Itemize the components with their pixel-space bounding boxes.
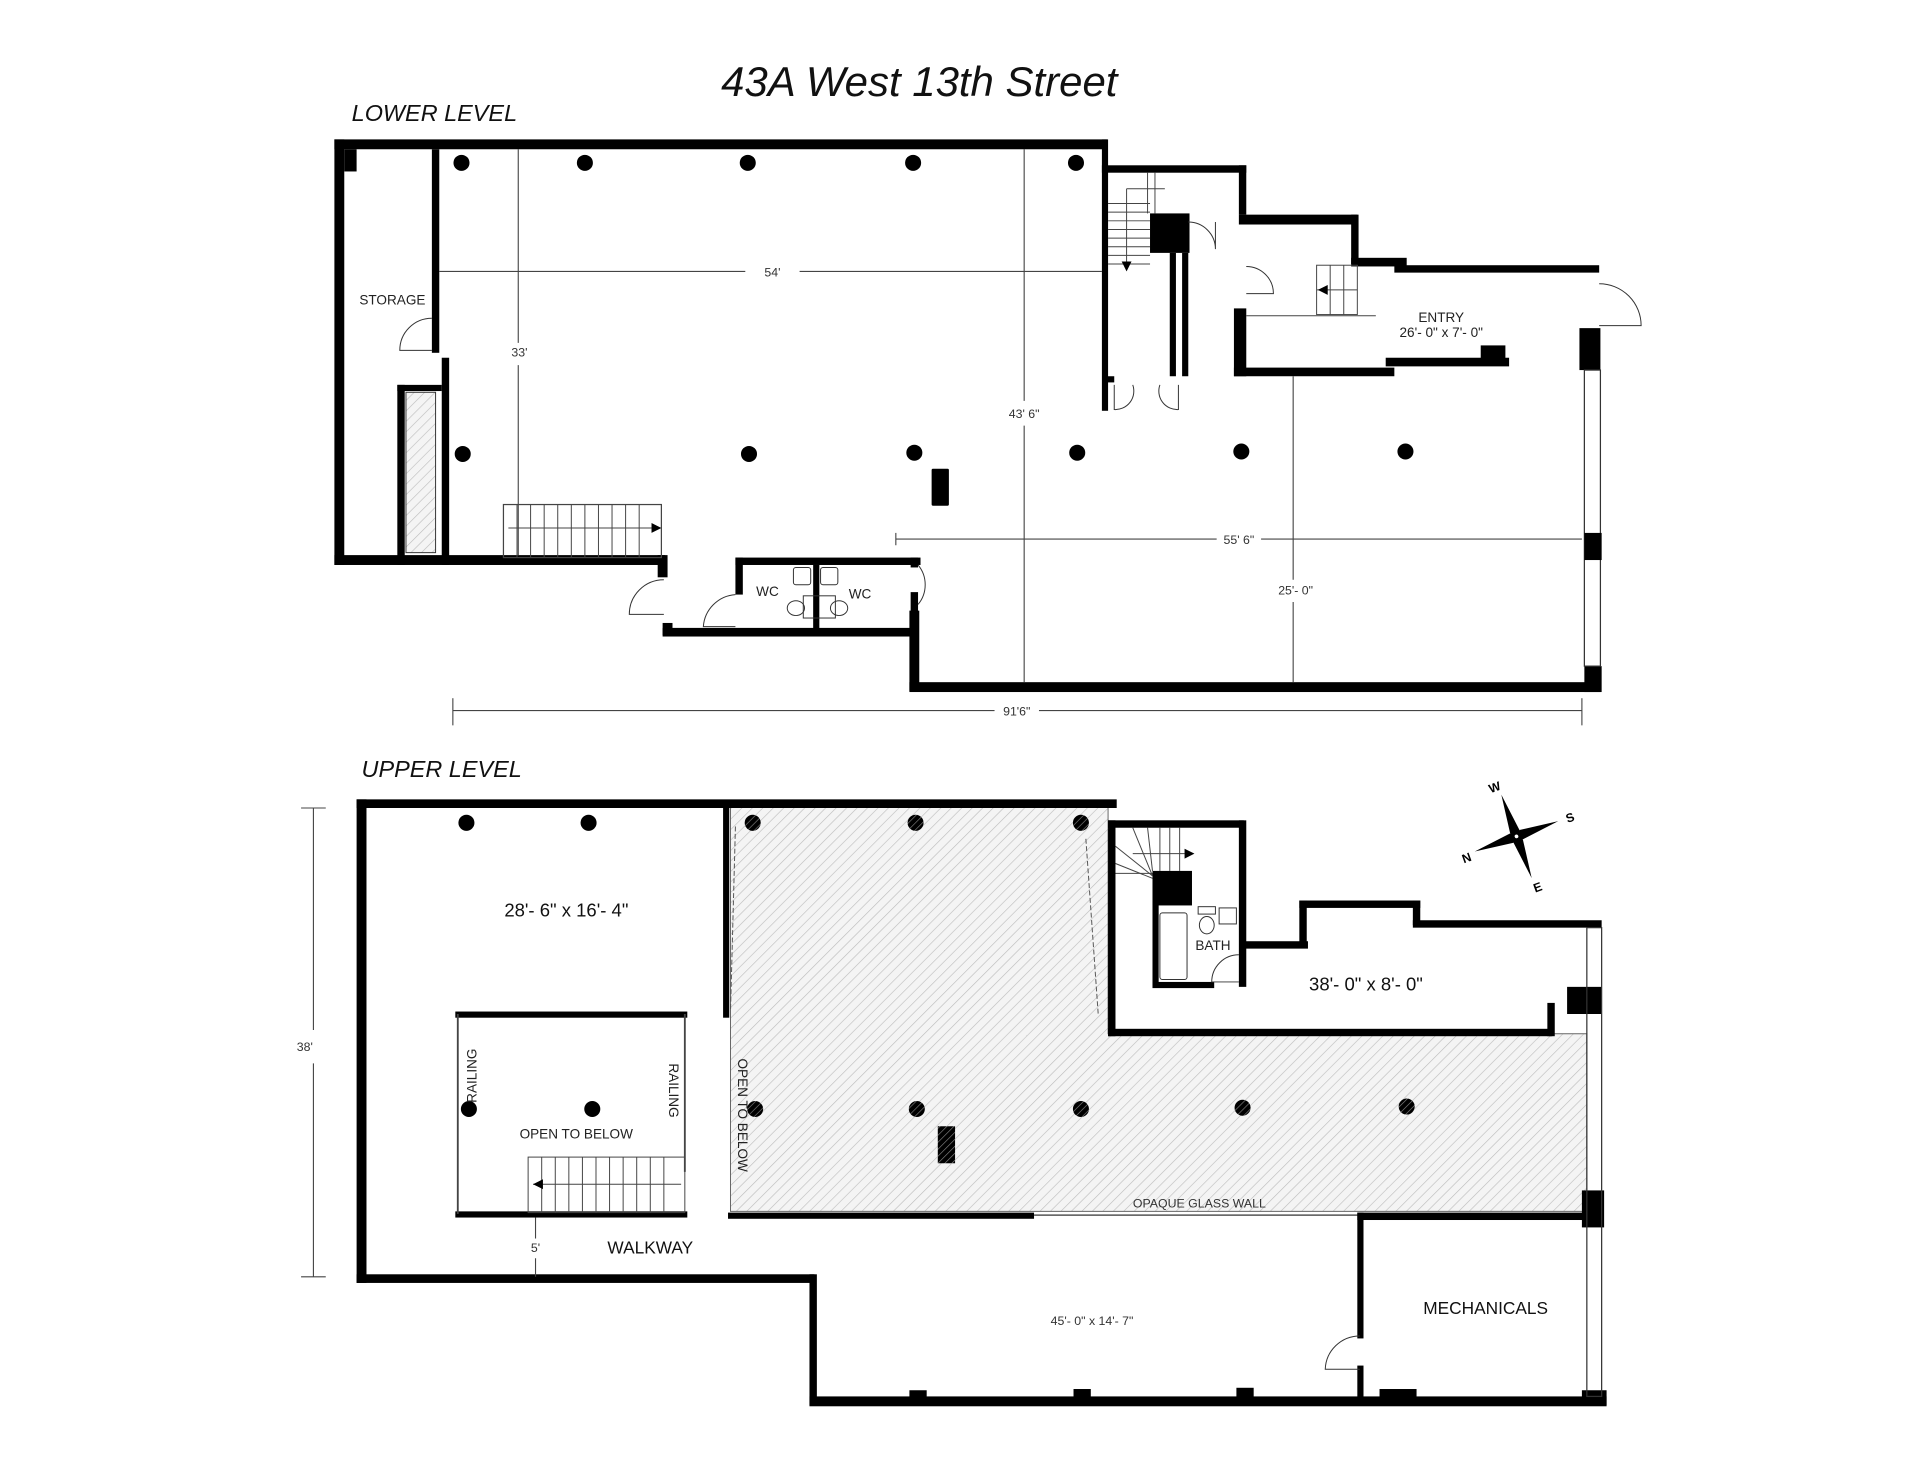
mechanicals-label: MECHANICALS [1423, 1298, 1548, 1318]
bath-label: BATH [1195, 938, 1230, 953]
wc-fixtures [786, 566, 849, 619]
entry-label: ENTRY [1418, 310, 1464, 325]
dim-width-right: 55' 6" [1223, 533, 1254, 547]
room-3-size: 45'- 0" x 14'- 7" [1051, 1314, 1134, 1328]
upper-core-stair [1115, 827, 1185, 879]
walkway-label: WALKWAY [607, 1237, 693, 1257]
upper-level-heading: UPPER LEVEL [362, 756, 522, 782]
page-title: 43A West 13th Street [721, 58, 1120, 105]
lower-level-walls [334, 139, 1602, 693]
entry-stair [1246, 264, 1376, 317]
compass-n: N [1460, 850, 1473, 866]
wc-left-label: WC [756, 584, 779, 599]
upper-level-plan: UPPER LEVEL [297, 756, 1607, 1407]
room-2-size: 38'- 0" x 8'- 0" [1309, 974, 1423, 995]
lower-level-heading: LOWER LEVEL [352, 100, 517, 126]
upper-level-columns [458, 814, 1415, 1164]
storage-label: STORAGE [359, 293, 425, 308]
open-to-below-label-2: OPEN TO BELOW [735, 1059, 750, 1172]
lower-level-dimension-lines [439, 149, 1583, 726]
opaque-glass-wall-label: OPAQUE GLASS WALL [1133, 1197, 1266, 1211]
upper-level-walls [356, 799, 1607, 1407]
compass-s: S [1564, 810, 1577, 826]
compass-e: E [1531, 879, 1544, 895]
compass-w: W [1487, 779, 1503, 796]
dim-depth-mid: 43' 6" [1009, 407, 1040, 421]
upper-level-dimension-lines [301, 807, 537, 1278]
railing-left-label: RAILING [464, 1049, 479, 1103]
room-1-size: 28'- 6" x 16'- 4" [504, 900, 628, 921]
lower-level-plan: LOWER LEVEL [334, 100, 1642, 726]
open-to-below-label-1: OPEN TO BELOW [520, 1127, 634, 1142]
entry-size: 26'- 0" x 7'- 0" [1400, 325, 1484, 340]
dim-depth-right: 25'- 0" [1278, 584, 1313, 598]
dim-width-main: 54' [764, 265, 780, 279]
dim-depth-overall: 38' [297, 1040, 313, 1054]
dim-depth-left: 33' [511, 346, 527, 360]
open-to-below-area [729, 806, 1588, 1212]
dim-overall-length: 91'6" [1003, 704, 1030, 718]
lower-level-core-stair [1108, 172, 1165, 266]
compass-rose-icon: W S N E [1460, 779, 1577, 896]
upper-level-staircase [527, 1156, 686, 1214]
railing-markers [729, 826, 1099, 1015]
wc-right-label: WC [849, 586, 872, 601]
railing-right-label: RAILING [666, 1063, 681, 1117]
lower-level-doors [399, 221, 1642, 628]
lower-level-staircase [502, 503, 663, 559]
bath-fixtures [1159, 906, 1239, 983]
dim-walkway-width: 5' [531, 1241, 540, 1255]
lower-level-columns [453, 154, 1414, 506]
upper-level-doors [1324, 1335, 1360, 1370]
